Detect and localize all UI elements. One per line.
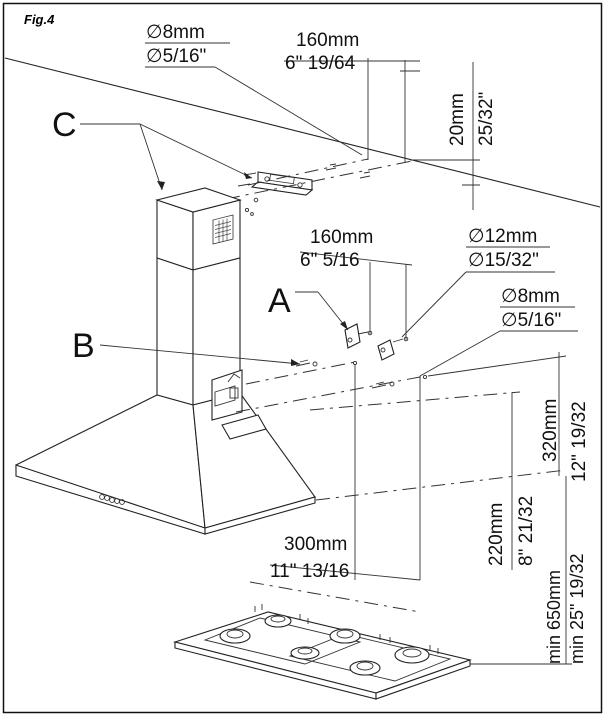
svg-text:∅5/16": ∅5/16" (146, 46, 206, 67)
ceiling-gap-in: 25/32" (476, 92, 497, 146)
bottom-spacing-in: 11" 13/16 (270, 561, 349, 582)
top-alignment-line-1 (225, 160, 413, 200)
svg-text:C: C (52, 106, 77, 144)
wall-ceiling-edge (4, 57, 601, 208)
bracket-c (250, 171, 314, 196)
svg-text:∅8mm: ∅8mm (501, 286, 560, 307)
min-height-in: min 25" 19/32 (567, 554, 587, 664)
chimney-upper (155, 187, 254, 271)
top-alignment-line-2 (247, 158, 369, 186)
hook-hole-in: 15/32" (485, 250, 539, 271)
hook-a-left (344, 323, 373, 349)
svg-text:B: B (72, 327, 95, 365)
lower-alignment-line-1 (245, 361, 356, 385)
top-hole-in: 5/16" (163, 46, 207, 67)
svg-text:∅5/16": ∅5/16" (501, 310, 561, 331)
min-height-mm: min 650mm (544, 570, 564, 664)
upper-ref-line (427, 355, 567, 377)
mid-spacing-mm: 160mm (310, 227, 373, 248)
min-height-dimension: min 650mm min 25" 19/32 (456, 476, 587, 665)
callout-b: B (72, 327, 301, 366)
lower-hole-in: 5/16" (518, 310, 562, 331)
lower-height-in: 8" 21/32 (516, 496, 537, 566)
ceiling-gap-dimension: 20mm 25/32" (410, 62, 497, 210)
lower-hole-diameter-label: ∅8mm ∅5/16" (419, 286, 578, 377)
top-spacing-dimension: 160mm 6" 19/64 (284, 30, 420, 162)
vent-grille-icon (212, 214, 234, 245)
bottom-spacing-mm: 300mm (284, 534, 347, 555)
callout-c: C (52, 106, 253, 191)
upper-height-dimension: 320mm 12" 19/32 (540, 352, 590, 482)
motor-cutout (211, 369, 267, 440)
hook-hole-mm: 12mm (485, 226, 538, 247)
lower-height-dimension: 220mm 8" 21/32 (486, 392, 537, 570)
lower-alignment-line-2 (235, 375, 426, 413)
mid-ref-line (309, 391, 521, 411)
svg-text:A: A (268, 282, 291, 320)
hood-canopy (15, 392, 316, 535)
top-hole-diameter-label: ∅8mm ∅5/16" (145, 22, 363, 156)
cooktop-ref-line (249, 581, 421, 613)
lower-height-mm: 220mm (486, 503, 507, 566)
top-spacing-mm: 160mm (296, 30, 359, 51)
lower-screws (295, 359, 428, 389)
top-hole-mm: 8mm (163, 22, 205, 43)
mid-spacing-dimension: 160mm 6" 5/16 (299, 227, 413, 340)
upper-height-in: 12" 19/32 (569, 401, 590, 482)
mid-spacing-in: 6" 5/16 (300, 250, 360, 271)
chimney-lower (156, 257, 241, 406)
svg-text:∅15/32": ∅15/32" (468, 250, 539, 271)
hook-hole-diameter-label: ∅12mm ∅15/32" (401, 226, 555, 338)
svg-text:∅8mm: ∅8mm (146, 22, 205, 43)
hood-bottom-ref-line (315, 469, 567, 501)
top-spacing-in: 6" 19/64 (285, 53, 356, 74)
hook-a-right (377, 336, 409, 361)
upper-height-mm: 320mm (540, 399, 561, 462)
figure-label: Fig.4 (24, 12, 55, 27)
svg-text:∅12mm: ∅12mm (468, 226, 537, 247)
callout-a: A (268, 282, 349, 331)
gas-cooktop (173, 604, 472, 700)
control-buttons (99, 494, 125, 505)
lower-hole-mm: 8mm (518, 286, 560, 307)
bottom-spacing-dimension: 300mm 11" 13/16 (269, 534, 421, 582)
ceiling-gap-mm: 20mm (447, 93, 468, 146)
